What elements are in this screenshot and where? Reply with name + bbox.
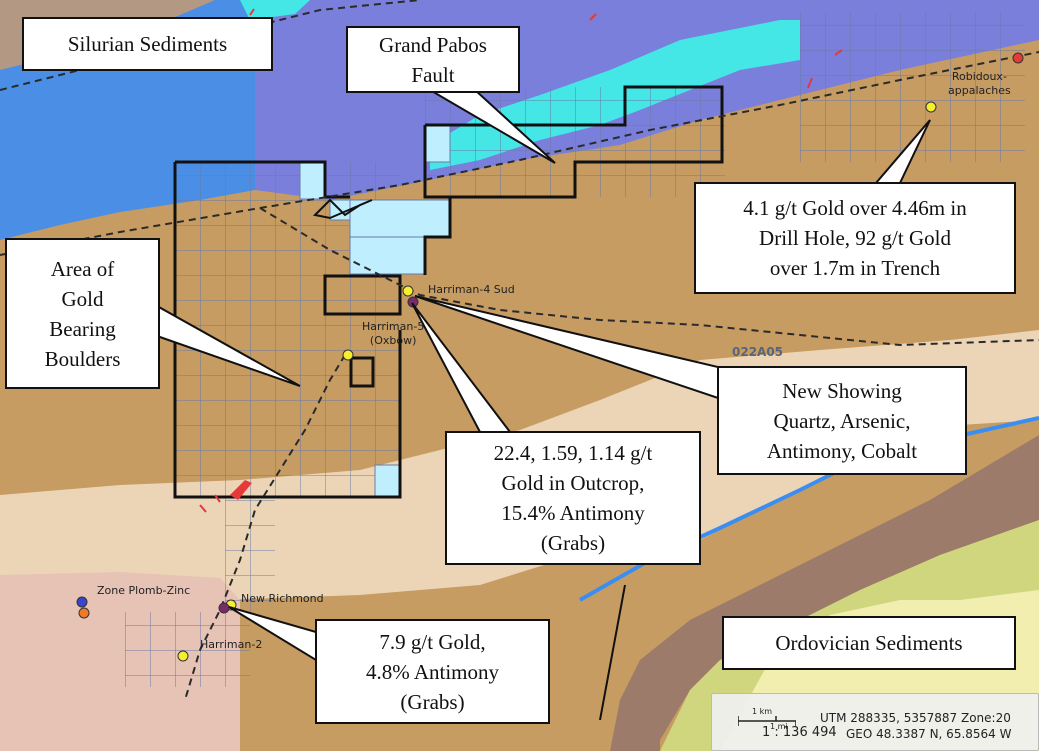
claim-grid-harriman2 [125, 612, 250, 687]
black-fault-line [599, 584, 626, 721]
map-sheet-label: 022A05 [732, 345, 784, 359]
harriman5-marker [342, 349, 354, 361]
pale-cyan-top [240, 0, 310, 20]
silurian-sediments-label: Silurian Sediments [22, 17, 273, 71]
harriman4-name: Harriman-4 Sud [428, 283, 515, 296]
scale-and-coordinates-panel: 1 km 1 mi UTM 288335, 5357887 Zone:20 1 … [711, 693, 1039, 751]
scale-mi-label: 1 mi [770, 722, 788, 731]
new-richmond-result-label: 7.9 g/t Gold, 4.8% Antimony (Grabs) [315, 619, 550, 724]
red-unit-sliver [230, 480, 252, 500]
new-richmond-name: New Richmond [241, 592, 324, 605]
red-fault-ticks [199, 8, 843, 513]
callout-pointers [156, 89, 931, 662]
robidoux-marker [925, 101, 937, 113]
ordovician-sediments-label: Ordovician Sediments [722, 616, 1016, 670]
new-showing-label: New Showing Quartz, Arsenic, Antimony, C… [717, 366, 967, 475]
zone-plomb-zinc-name: Zone Plomb-Zinc [97, 584, 191, 597]
newrichmond-purple-marker [218, 602, 230, 614]
claim-grid-newrichmond [225, 487, 275, 612]
outcrop-result-label: 22.4, 1.59, 1.14 g/t Gold in Outcrop, 15… [445, 431, 701, 565]
claim-grid-robidoux [800, 12, 1025, 162]
robidoux-red-marker [1012, 52, 1024, 64]
brown-band-unit [610, 435, 1039, 751]
geo-coordinates: GEO 48.3387 N, 65.8564 W [846, 727, 1012, 741]
grand-pabos-fault-label: Grand Pabos Fault [346, 26, 520, 93]
harriman5-name: Harriman-5 (Oxbow) [362, 320, 425, 347]
zone-plomb-blue-marker [76, 596, 88, 608]
harriman2-name: Harriman-2 [200, 638, 263, 651]
robidoux-result-label: 4.1 g/t Gold over 4.46m in Drill Hole, 9… [694, 182, 1016, 294]
scale-bar [738, 716, 796, 726]
harriman2-marker [177, 650, 189, 662]
robidoux-name: Robidoux- appalaches [948, 70, 1011, 97]
gold-boulders-label: Area of Gold Bearing Boulders [5, 238, 160, 389]
zone-plomb-orange-marker [78, 607, 90, 619]
scale-km-label: 1 km [752, 707, 773, 716]
utm-coordinates: UTM 288335, 5357887 Zone:20 [820, 711, 1011, 725]
harriman4-marker [402, 285, 414, 297]
showing-markers [76, 52, 1024, 662]
scale-ratio: 1 : 136 494 [762, 725, 837, 740]
